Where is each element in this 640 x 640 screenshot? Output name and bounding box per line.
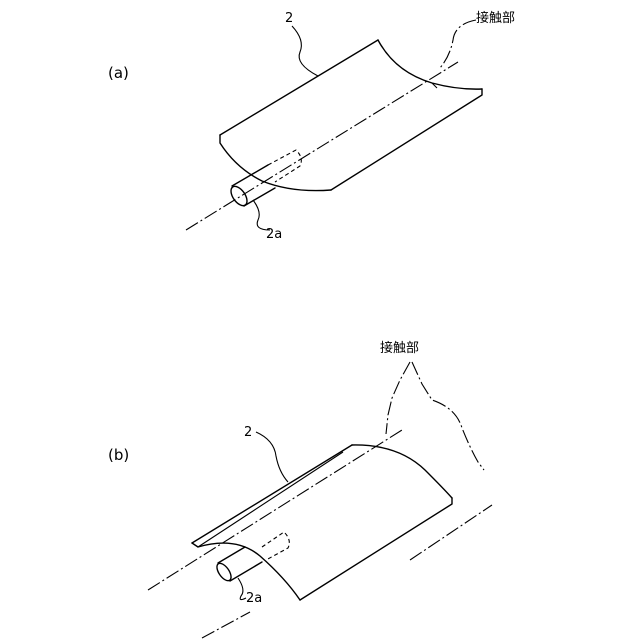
panel-a-label: (a) bbox=[108, 64, 129, 82]
panel-b-contact-leader-1 bbox=[386, 362, 410, 434]
panel-b-axis-line-left bbox=[148, 430, 402, 590]
panel-a-part-label: 2 bbox=[285, 11, 293, 26]
panel-b-label: (b) bbox=[108, 446, 129, 464]
panel-b: (b) 2 2a 接触部 bbox=[108, 340, 492, 638]
panel-b-part-leader bbox=[256, 432, 288, 482]
panel-b-axis-line-right bbox=[410, 505, 492, 560]
panel-b-contact-leader-2 bbox=[412, 362, 484, 470]
panel-a-part-leader bbox=[292, 26, 318, 76]
panel-b-rod bbox=[214, 532, 289, 583]
panel-a-rod bbox=[228, 150, 302, 208]
panel-b-rod-label: 2a bbox=[246, 591, 262, 606]
panel-a-rod-leader bbox=[253, 200, 270, 230]
panel-a-sheet bbox=[220, 40, 482, 191]
panel-a-rod-label: 2a bbox=[266, 227, 282, 242]
panel-b-axis-line-bottom bbox=[202, 612, 250, 638]
panel-b-part-label: 2 bbox=[244, 425, 252, 440]
panel-a-contact-leader bbox=[440, 20, 476, 68]
panel-a: (a) 2 2a 接触部 bbox=[108, 10, 515, 242]
panel-b-rod-leader bbox=[238, 578, 246, 600]
panel-a-axis-line bbox=[186, 62, 458, 230]
panel-b-contact-label: 接触部 bbox=[380, 340, 419, 356]
panel-a-contact-label: 接触部 bbox=[476, 10, 515, 26]
